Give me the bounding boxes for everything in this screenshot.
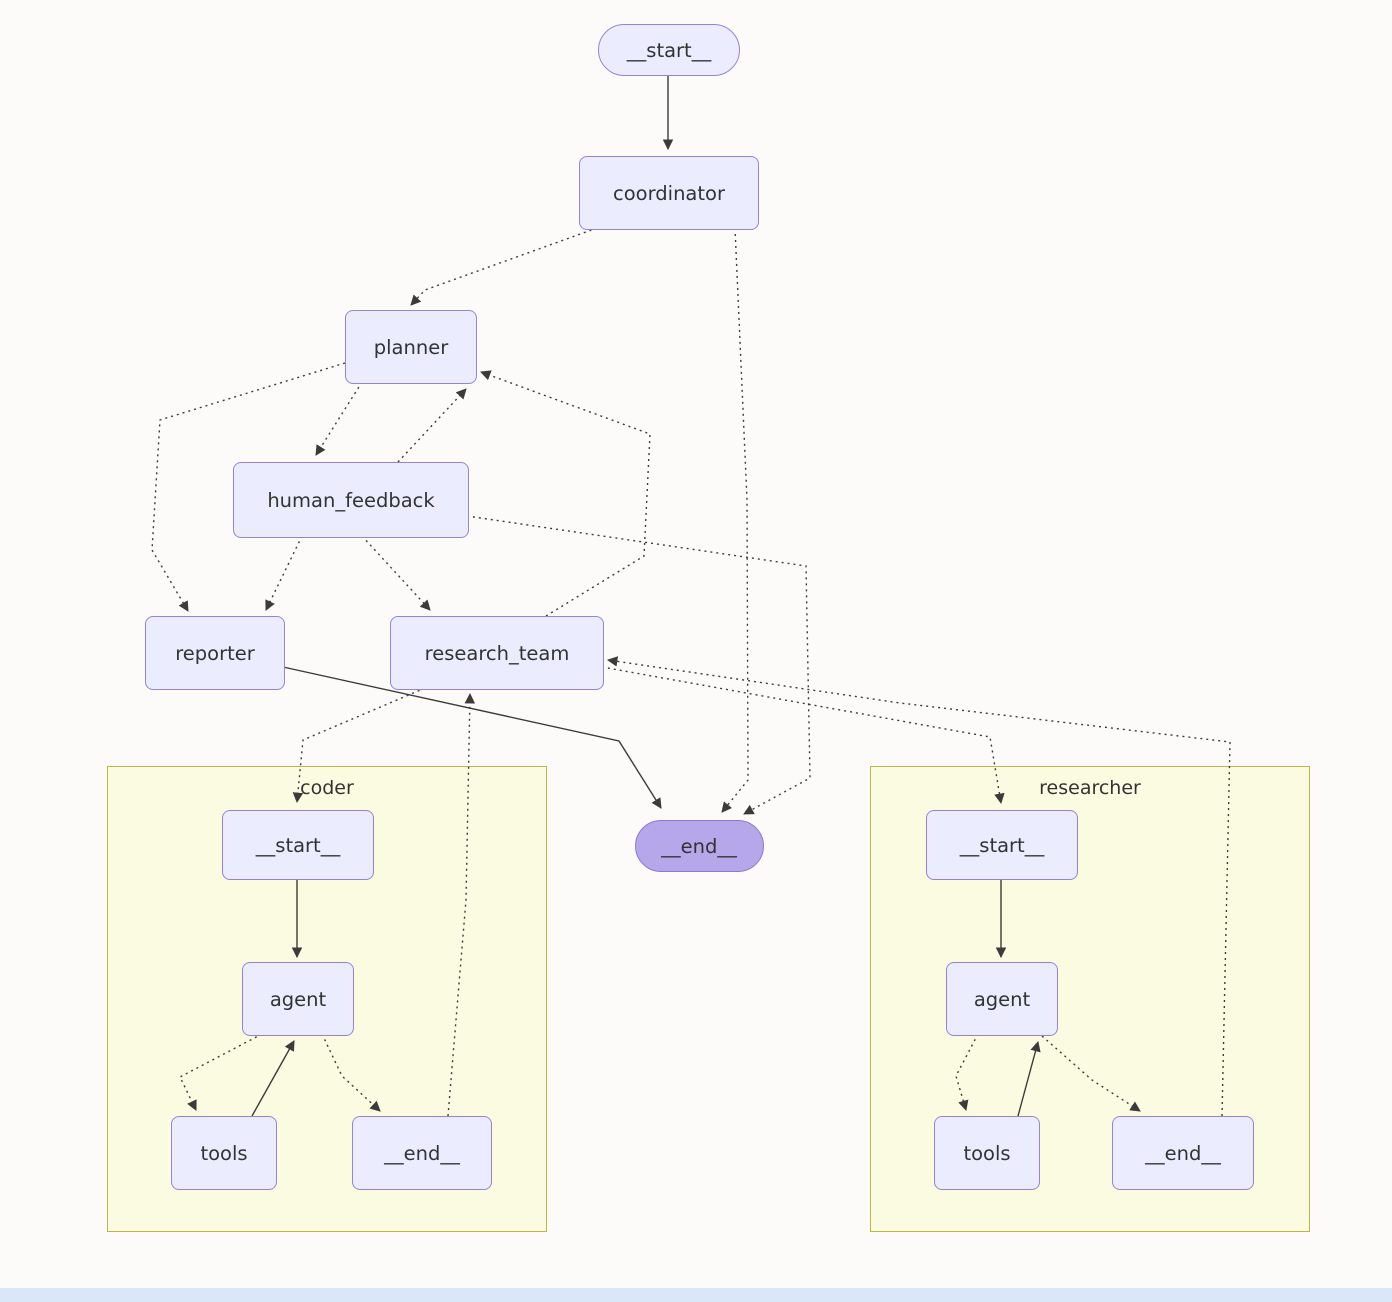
- subgraph-label-researcher: researcher: [1039, 777, 1141, 799]
- node-research_team: research_team: [390, 616, 604, 690]
- edge-research_team-coder_start: [292, 687, 426, 804]
- node-label: __start__: [959, 833, 1045, 857]
- node-coordinator: coordinator: [579, 156, 759, 230]
- node-label: agent: [973, 987, 1031, 1011]
- node-label: __start__: [626, 38, 712, 62]
- node-label: planner: [373, 335, 449, 359]
- node-label: agent: [269, 987, 327, 1011]
- node-planner: planner: [345, 310, 477, 384]
- node-researcher_start: __start__: [926, 810, 1078, 880]
- node-label: research_team: [424, 641, 570, 665]
- edge-coder_end-research_team: [447, 692, 476, 1117]
- edge-coordinator-end: [721, 227, 749, 813]
- subgraph-label-coder: coder: [300, 777, 354, 799]
- edge-human_feedback-planner: [397, 388, 467, 463]
- edge-research_team-researcher_start: [601, 666, 1005, 805]
- edge-coordinator-planner: [410, 227, 598, 306]
- node-label: tools: [963, 1141, 1011, 1165]
- edge-coder_tools-coder_agent: [251, 1040, 295, 1117]
- node-label: __end__: [661, 834, 737, 858]
- edge-researcher_tools-researcher_agent: [1017, 1040, 1041, 1117]
- node-human_feedback: human_feedback: [233, 462, 469, 538]
- edge-coder_agent-coder_end: [321, 1033, 381, 1112]
- edge-human_feedback-research_team: [361, 535, 431, 611]
- edge-researcher_agent-researcher_end: [1041, 1035, 1141, 1112]
- node-coder_agent: agent: [242, 962, 354, 1036]
- node-reporter: reporter: [145, 616, 285, 690]
- node-label: tools: [200, 1141, 248, 1165]
- edge-researcher_end-research_team: [606, 656, 1231, 1117]
- edge-research_team-planner: [480, 370, 651, 617]
- edge-planner-human_feedback: [315, 381, 363, 456]
- node-researcher_tools: tools: [934, 1116, 1040, 1190]
- edge-planner-reporter: [151, 362, 346, 612]
- bottom-panel-edge: [0, 1288, 1392, 1302]
- node-coder_end: __end__: [352, 1116, 492, 1190]
- node-label: __end__: [1145, 1141, 1221, 1165]
- node-label: human_feedback: [267, 488, 435, 512]
- node-researcher_agent: agent: [946, 962, 1058, 1036]
- edge-coder_agent-coder_tools: [179, 1033, 263, 1111]
- node-label: coordinator: [613, 181, 725, 205]
- edge-reporter-end: [282, 666, 662, 809]
- node-label: __start__: [255, 833, 341, 857]
- node-label: __end__: [384, 1141, 460, 1165]
- node-coder_tools: tools: [171, 1116, 277, 1190]
- node-label: reporter: [175, 641, 255, 665]
- node-coder_start: __start__: [222, 810, 374, 880]
- node-start: __start__: [598, 24, 740, 76]
- node-researcher_end: __end__: [1112, 1116, 1254, 1190]
- node-end: __end__: [634, 820, 764, 872]
- edge-human_feedback-reporter: [265, 535, 303, 611]
- edge-researcher_agent-researcher_tools: [955, 1033, 979, 1112]
